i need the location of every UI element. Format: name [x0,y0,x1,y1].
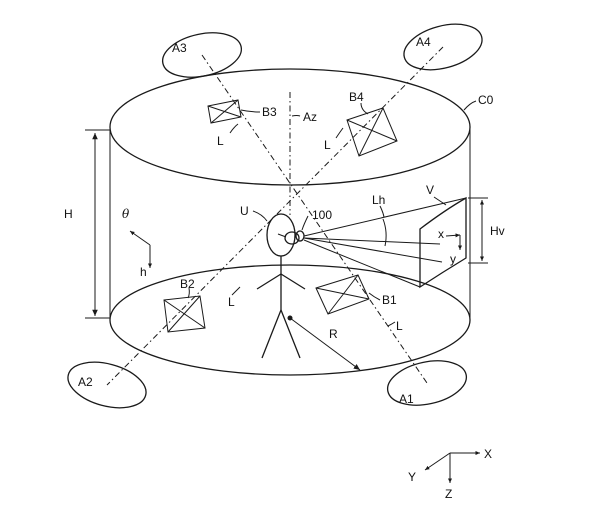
label-r: R [329,327,338,341]
leader-lh [380,206,384,217]
leader-b3 [241,110,260,112]
rect-b1 [316,275,369,314]
label-a4: A4 [416,35,431,49]
label-h-small: h [140,265,147,279]
label-c0: C0 [478,93,494,107]
axis-y-arrow [425,453,450,470]
ellipse-a1 [384,354,471,412]
label-l-b4: L [324,138,331,152]
view-ray-bottom [304,240,420,287]
leader-l-b4 [336,128,343,138]
theta-arrow [130,231,150,245]
leader-b1 [369,293,380,300]
rect-b3 [208,100,241,123]
label-az: Az [303,110,317,124]
label-l-b3: L [217,134,224,148]
leader-l-b3 [230,124,238,133]
label-axis-y: Y [408,470,416,484]
label-v: V [426,183,434,197]
label-x: x [438,227,444,241]
leader-b4 [361,103,368,114]
label-a3: A3 [172,41,187,55]
rect-b4 [347,108,397,156]
viewport-v [420,198,466,287]
device-100 [278,231,304,244]
cylinder-top-ellipse [110,69,470,185]
label-hv: Hv [490,224,505,238]
rect-b2 [164,296,205,332]
label-100: 100 [312,208,332,222]
view-ray-mid [304,238,442,262]
label-u: U [240,204,249,218]
label-h: H [64,207,73,221]
leader-az [292,116,300,117]
label-axis-x: X [484,447,492,461]
label-y: y [450,252,456,266]
label-theta: θ [122,207,130,221]
leader-l-b1 [388,322,395,326]
leader-l-b2 [232,287,240,295]
label-b1: B1 [382,293,397,307]
label-l-b2: L [228,295,235,309]
leader-u [253,211,267,221]
label-l-b1: L [396,319,403,333]
label-b4: B4 [349,90,364,104]
label-a1: A1 [399,392,414,406]
label-a2: A2 [78,375,93,389]
viewport-x-arrow [446,235,460,236]
leader-100 [302,216,308,230]
label-axis-z: Z [445,487,452,501]
label-b2: B2 [180,277,195,291]
radius-r [290,318,360,370]
label-lh: Lh [372,193,385,207]
leader-c0 [464,101,476,110]
label-b3: B3 [262,105,277,119]
